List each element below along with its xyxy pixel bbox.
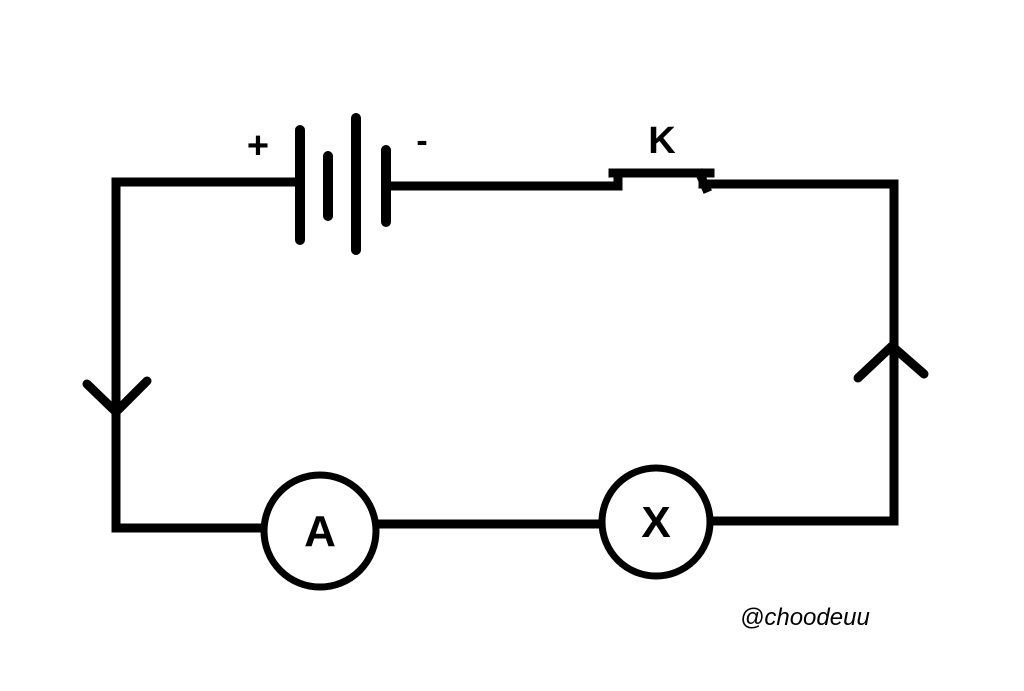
- component-x-label: X: [641, 498, 670, 547]
- ammeter-circle: [260, 471, 380, 591]
- component-x: X: [598, 464, 714, 580]
- current-arrow-up-icon: [853, 341, 929, 383]
- ammeter-label: A: [304, 507, 336, 556]
- wire-right: [698, 179, 899, 526]
- wire-left: [111, 177, 270, 533]
- switch-label: K: [648, 120, 676, 162]
- component-x-circle: [598, 464, 714, 580]
- ammeter: A: [260, 471, 380, 591]
- battery-positive-label: +: [247, 125, 269, 167]
- watermark: @choodeuu: [740, 604, 870, 631]
- switch: K: [608, 120, 715, 194]
- battery: + -: [247, 113, 428, 255]
- battery-negative-label: -: [416, 122, 427, 160]
- switch-right-post: [694, 168, 712, 194]
- current-arrow-down-icon: [82, 376, 152, 417]
